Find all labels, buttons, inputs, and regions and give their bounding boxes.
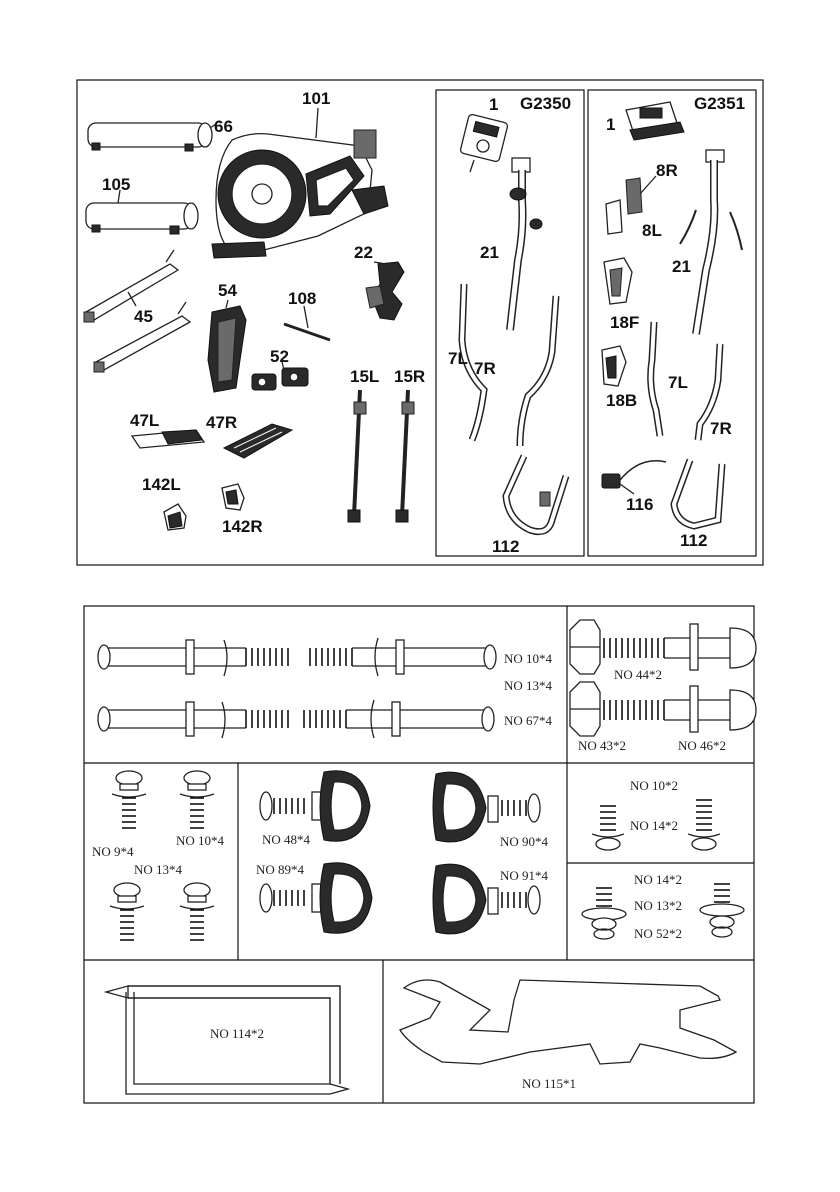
hw-label-10x4-long: NO 10*4	[504, 651, 553, 666]
part-1-console-g2350	[460, 114, 508, 172]
part-47l-pedal	[132, 430, 204, 448]
label-22: 22	[354, 243, 373, 262]
label-15r: 15R	[394, 367, 425, 386]
hw-label-43x2: NO 43*2	[578, 738, 626, 753]
label-105: 105	[102, 175, 130, 194]
hw-label-13x4-long: NO 13*4	[504, 678, 553, 693]
part-21-post-g2351	[680, 150, 742, 334]
part-112-handlebar-g2350	[506, 456, 566, 532]
part-108-axle	[284, 306, 330, 340]
part-142r-bracket	[222, 484, 244, 510]
hw-label-10x2: NO 10*2	[630, 778, 678, 793]
hw-label-14x2-a: NO 14*2	[630, 818, 678, 833]
part-7l-handle-g2351	[651, 322, 660, 436]
label-142r: 142R	[222, 517, 263, 536]
hw-label-91x4: NO 91*4	[500, 868, 549, 883]
label-8r: 8R	[656, 161, 678, 180]
part-21-post-g2350	[510, 158, 542, 330]
hw-label-67x4-long: NO 67*4	[504, 713, 553, 728]
part-66-tube	[88, 123, 216, 151]
label-116: 116	[626, 495, 653, 514]
part-142l-bracket	[164, 504, 186, 530]
label-1-g2350: 1	[489, 95, 498, 114]
part-22-bracket	[366, 262, 404, 320]
label-21-g2351: 21	[672, 257, 691, 276]
hw-label-114x2: NO 114*2	[210, 1026, 264, 1041]
hw-label-10x4-small: NO 10*4	[176, 833, 225, 848]
part-1-console-g2351	[626, 102, 684, 140]
hw-label-89x4: NO 89*4	[256, 862, 305, 877]
part-15r-arm	[396, 390, 414, 522]
label-7r-g2351: 7R	[710, 419, 732, 438]
label-52: 52	[270, 347, 289, 366]
hw-label-13x4-small: NO 13*4	[134, 862, 183, 877]
hw-label-52x2: NO 52*2	[634, 926, 682, 941]
label-7l-g2351: 7L	[668, 373, 688, 392]
knobs-drawing	[260, 771, 540, 934]
label-142l: 142L	[142, 475, 181, 494]
part-52-clamps	[252, 362, 308, 390]
label-66: 66	[214, 117, 233, 136]
hw-label-13x2: NO 13*2	[634, 898, 682, 913]
label-47r: 47R	[206, 413, 237, 432]
label-7l-g2350: 7L	[448, 349, 468, 368]
label-45: 45	[134, 307, 153, 326]
label-47l: 47L	[130, 411, 159, 430]
hw-label-115x1: NO 115*1	[522, 1076, 576, 1091]
label-101: 101	[302, 89, 330, 108]
part-54-cover	[208, 300, 246, 392]
model-g2351-title: G2351	[694, 94, 745, 113]
part-15l-arm	[348, 390, 366, 522]
part-105-tube	[86, 190, 198, 234]
label-54: 54	[218, 281, 237, 300]
label-112-g2350: 112	[492, 537, 519, 556]
wrench-drawing	[400, 980, 736, 1064]
part-112-handlebar-g2351	[674, 460, 722, 526]
label-18b: 18B	[606, 391, 637, 410]
part-116-adapter	[602, 461, 666, 494]
label-1-g2351: 1	[606, 115, 615, 134]
part-7r-handle-g2350	[520, 296, 556, 446]
hw-label-44x2: NO 44*2	[614, 667, 662, 682]
hw-label-48x4: NO 48*4	[262, 832, 311, 847]
model-g2350-title: G2350	[520, 94, 571, 113]
hw-label-46x2: NO 46*2	[678, 738, 726, 753]
part-18b-cover	[602, 346, 626, 386]
label-8l: 8L	[642, 221, 662, 240]
label-21-g2350: 21	[480, 243, 499, 262]
label-112-g2351: 112	[680, 531, 707, 550]
long-bolts-drawing	[98, 638, 496, 738]
label-108: 108	[288, 289, 316, 308]
part-101-main-frame	[212, 108, 388, 258]
hw-label-9x4: NO 9*4	[92, 844, 134, 859]
hex-bolts-drawing	[570, 620, 756, 736]
label-7r-g2350: 7R	[474, 359, 496, 378]
label-15l: 15L	[350, 367, 379, 386]
hw-label-14x2-b: NO 14*2	[634, 872, 682, 887]
part-18f-cover	[604, 258, 632, 304]
label-18f: 18F	[610, 313, 639, 332]
hw-label-90x4: NO 90*4	[500, 834, 549, 849]
